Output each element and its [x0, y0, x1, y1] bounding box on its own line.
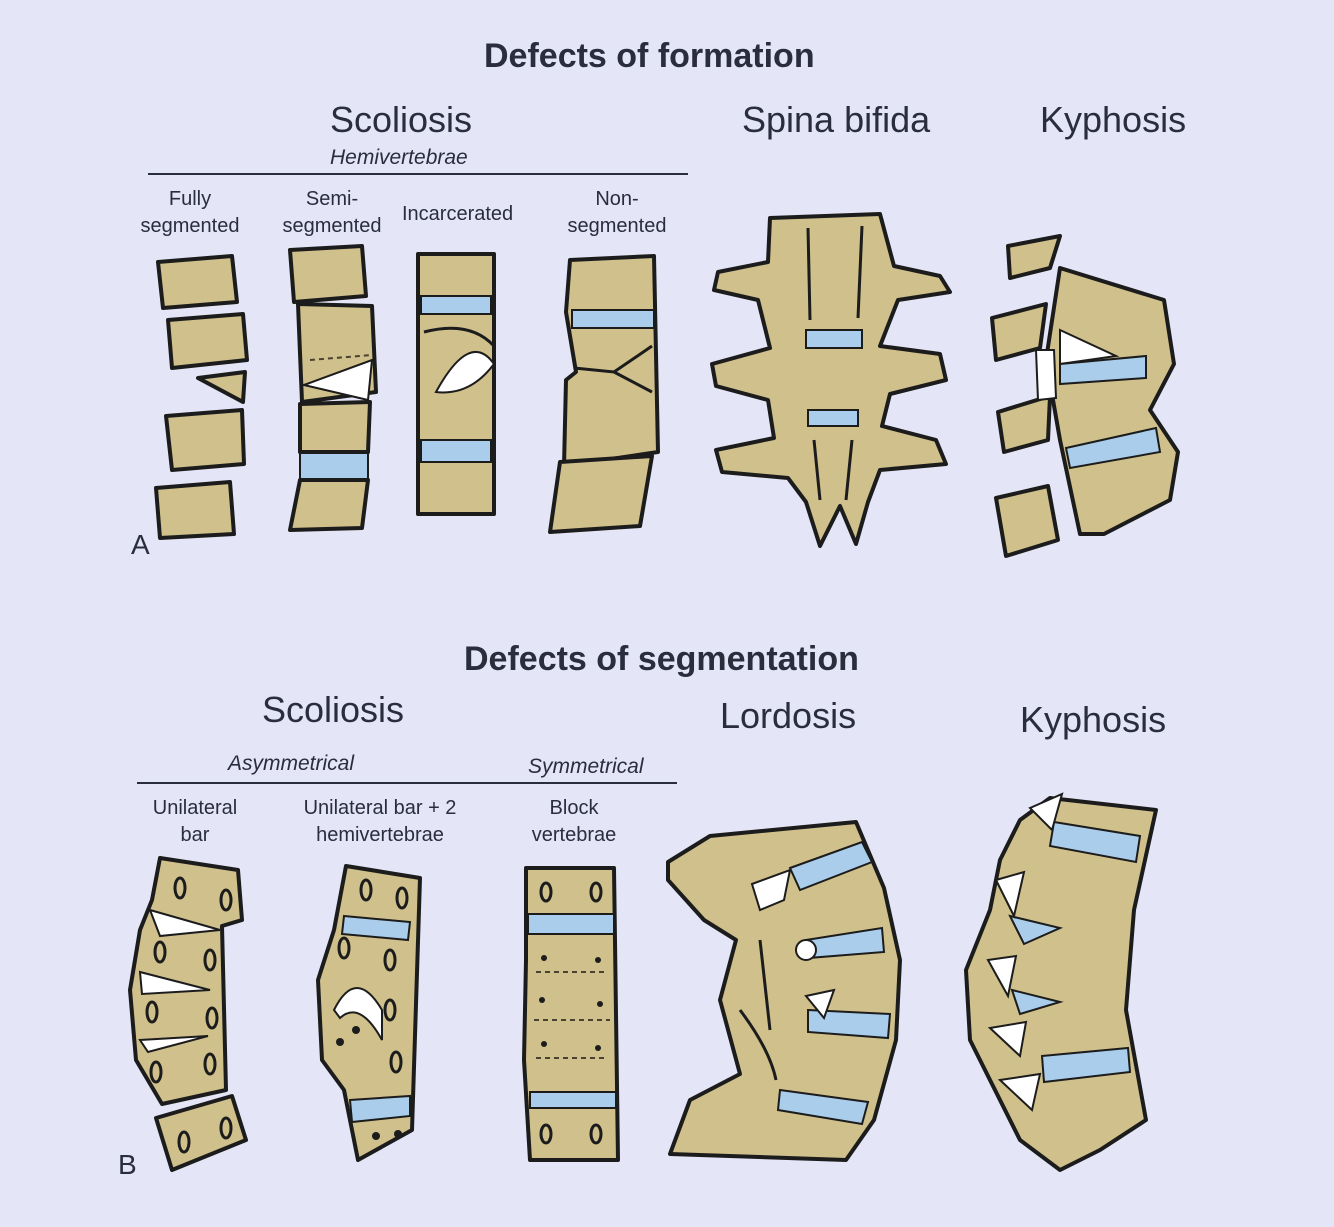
segmentation-scoliosis-rule [137, 782, 677, 784]
fully-segmented-label: Fully segmented [140, 188, 240, 237]
semi-segmented-spine [288, 244, 378, 532]
segmentation-title: Defects of segmentation [464, 640, 859, 678]
segmentation-kyphosis-spine [964, 792, 1158, 1172]
formation-scoliosis-rule [148, 173, 688, 175]
semi-segmented-label: Semi- segmented [282, 188, 382, 237]
formation-kyphosis-heading: Kyphosis [1040, 99, 1187, 140]
spina-bifida-spine [710, 212, 952, 548]
segmentation-scoliosis-heading: Scoliosis [262, 689, 405, 730]
unilateral-bar-hemivertebrae-spine [316, 864, 422, 1162]
block-vertebrae-label: Block vertebrae [531, 797, 617, 846]
incarcerated-spine [416, 252, 496, 516]
asymmetrical-label: Asymmetrical [228, 752, 355, 775]
symmetrical-label: Symmetrical [528, 755, 644, 778]
hemivertebrae-label: Hemivertebrae [330, 146, 468, 169]
non-segmented-label: Non- segmented [567, 188, 667, 237]
unilateral-bar-hemi-label: Unilateral bar + 2 hemivertebrae [303, 797, 457, 846]
lordosis-heading: Lordosis [720, 695, 857, 736]
lordosis-spine [666, 820, 902, 1162]
unilateral-bar-label: Unilateral bar [152, 797, 238, 846]
incarcerated-label: Incarcerated [402, 203, 514, 225]
formation-kyphosis-spine [990, 234, 1180, 558]
panel-letter-b: B [118, 1149, 137, 1180]
formation-scoliosis-heading: Scoliosis [330, 99, 473, 140]
non-segmented-spine [548, 254, 660, 534]
fully-segmented-spine [154, 254, 249, 540]
segmentation-kyphosis-heading: Kyphosis [1020, 699, 1167, 740]
formation-title: Defects of formation [484, 37, 815, 75]
spina-bifida-heading: Spina bifida [742, 99, 931, 140]
panel-letter-a: A [131, 529, 150, 560]
unilateral-bar-spine [128, 856, 248, 1172]
block-vertebrae-spine [522, 866, 620, 1162]
